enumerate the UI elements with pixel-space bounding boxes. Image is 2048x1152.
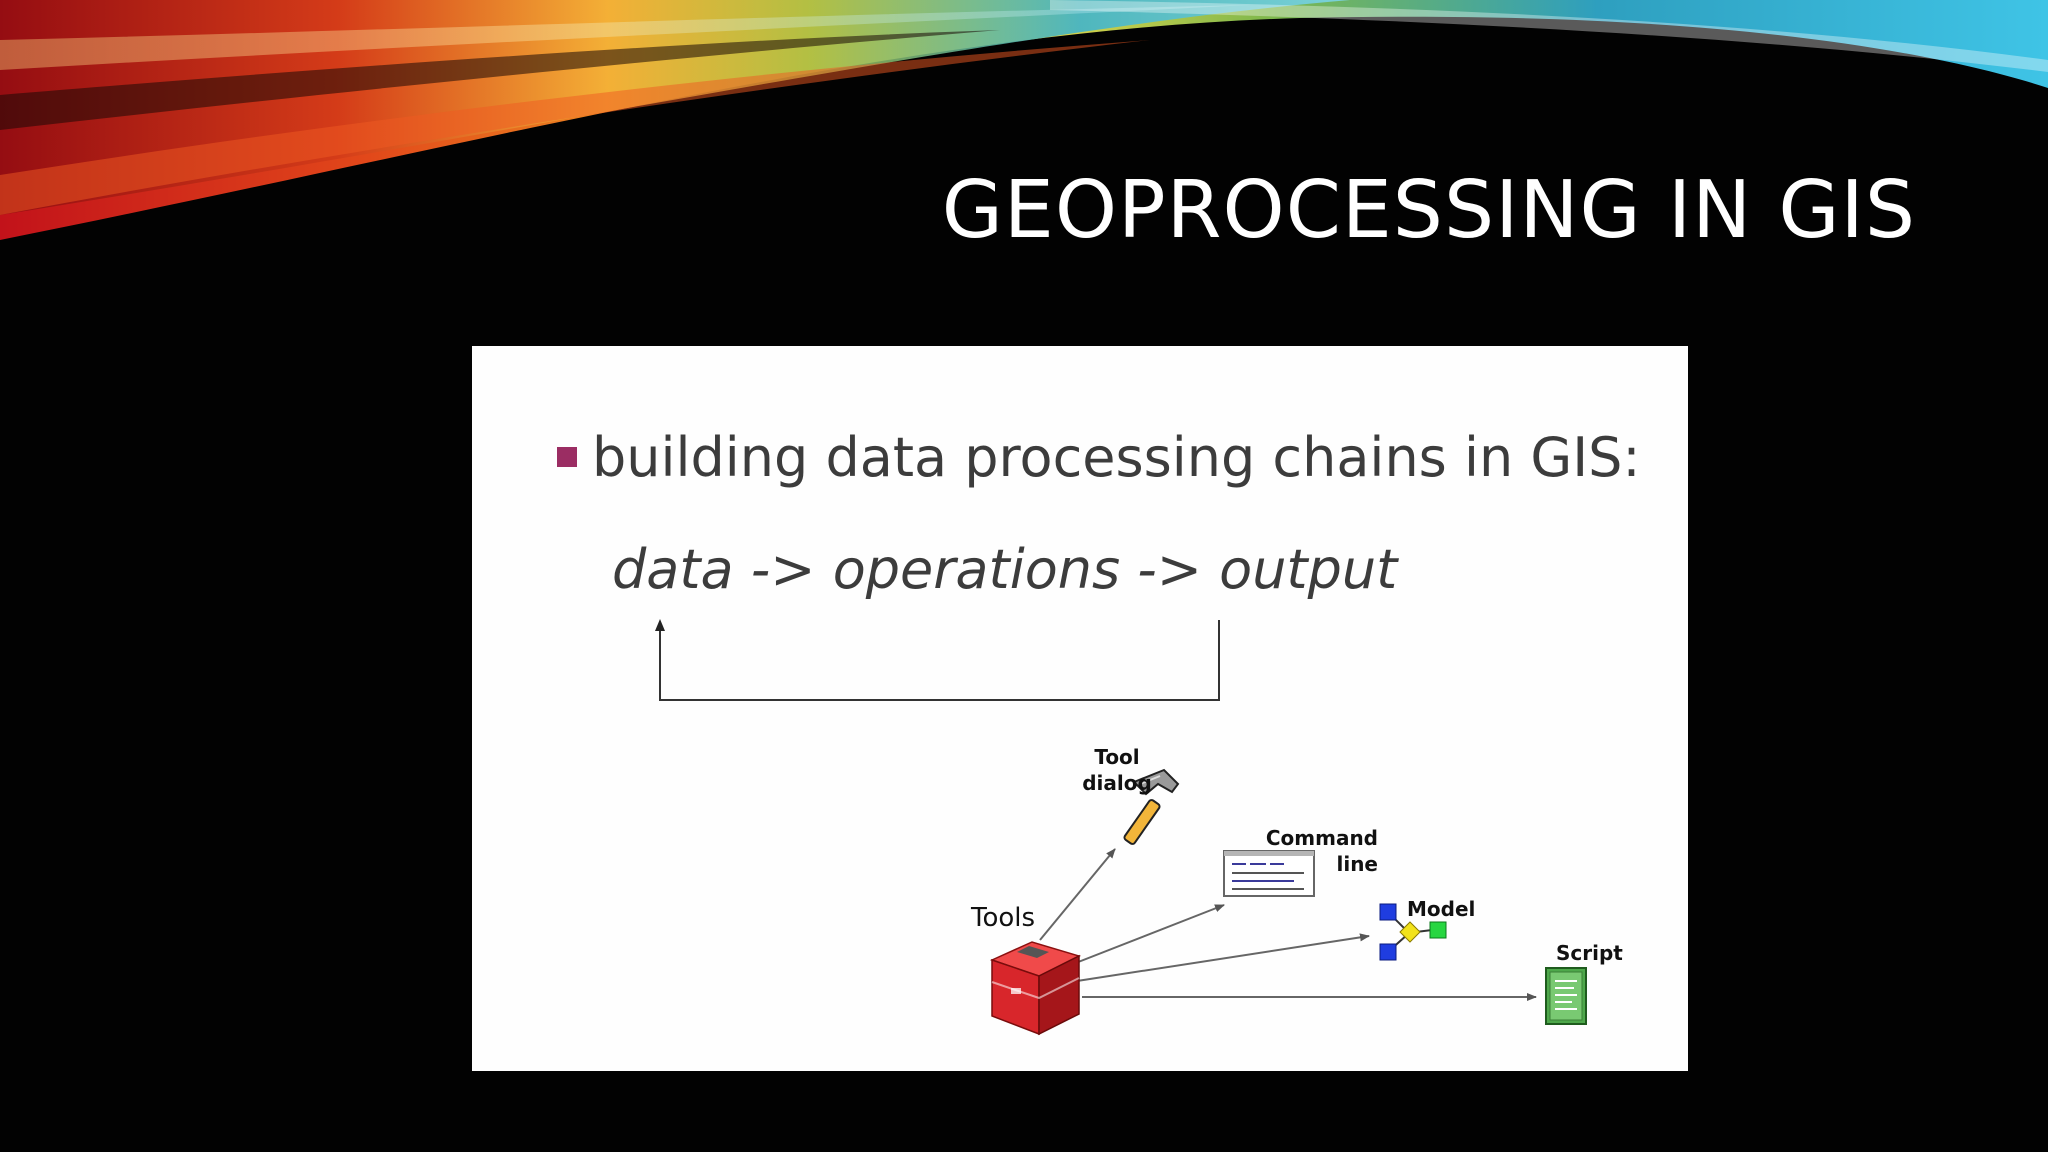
bullet-text: building data processing chains in GIS: (592, 426, 1641, 489)
geoprocessing-diagram (655, 619, 1587, 1036)
model-flow-icon (1379, 903, 1447, 961)
toolbox-icon (989, 941, 1082, 1036)
tool-dialog-label-line2: dialog (1082, 771, 1152, 795)
command-line-label-line1: Command (1265, 826, 1378, 850)
model-label: Model (1407, 897, 1476, 921)
tool-dialog-label: Tool dialog (1072, 744, 1162, 796)
command-line-label: Command line (1248, 825, 1378, 877)
tool-dialog-label-line1: Tool (1094, 745, 1140, 769)
script-document-icon (1545, 967, 1587, 1025)
slide-title: GEOPROCESSING IN GIS (941, 164, 1916, 256)
decorative-swoosh (0, 0, 2048, 240)
bullet-marker (557, 447, 577, 467)
script-label: Script (1556, 941, 1623, 965)
arrow-to-tool-dialog (1039, 848, 1116, 941)
feedback-loop-arrow (655, 619, 1220, 701)
content-image-panel: building data processing chains in GIS: … (472, 346, 1688, 1071)
command-line-label-line2: line (1336, 852, 1378, 876)
tools-label: Tools (971, 903, 1036, 933)
hammer-icon (1123, 768, 1180, 845)
command-window-icon (1223, 850, 1315, 897)
processing-chain-text: data -> operations -> output (612, 538, 1398, 601)
arrow-to-command-line (1067, 904, 1225, 967)
arrow-to-model (1076, 933, 1370, 982)
